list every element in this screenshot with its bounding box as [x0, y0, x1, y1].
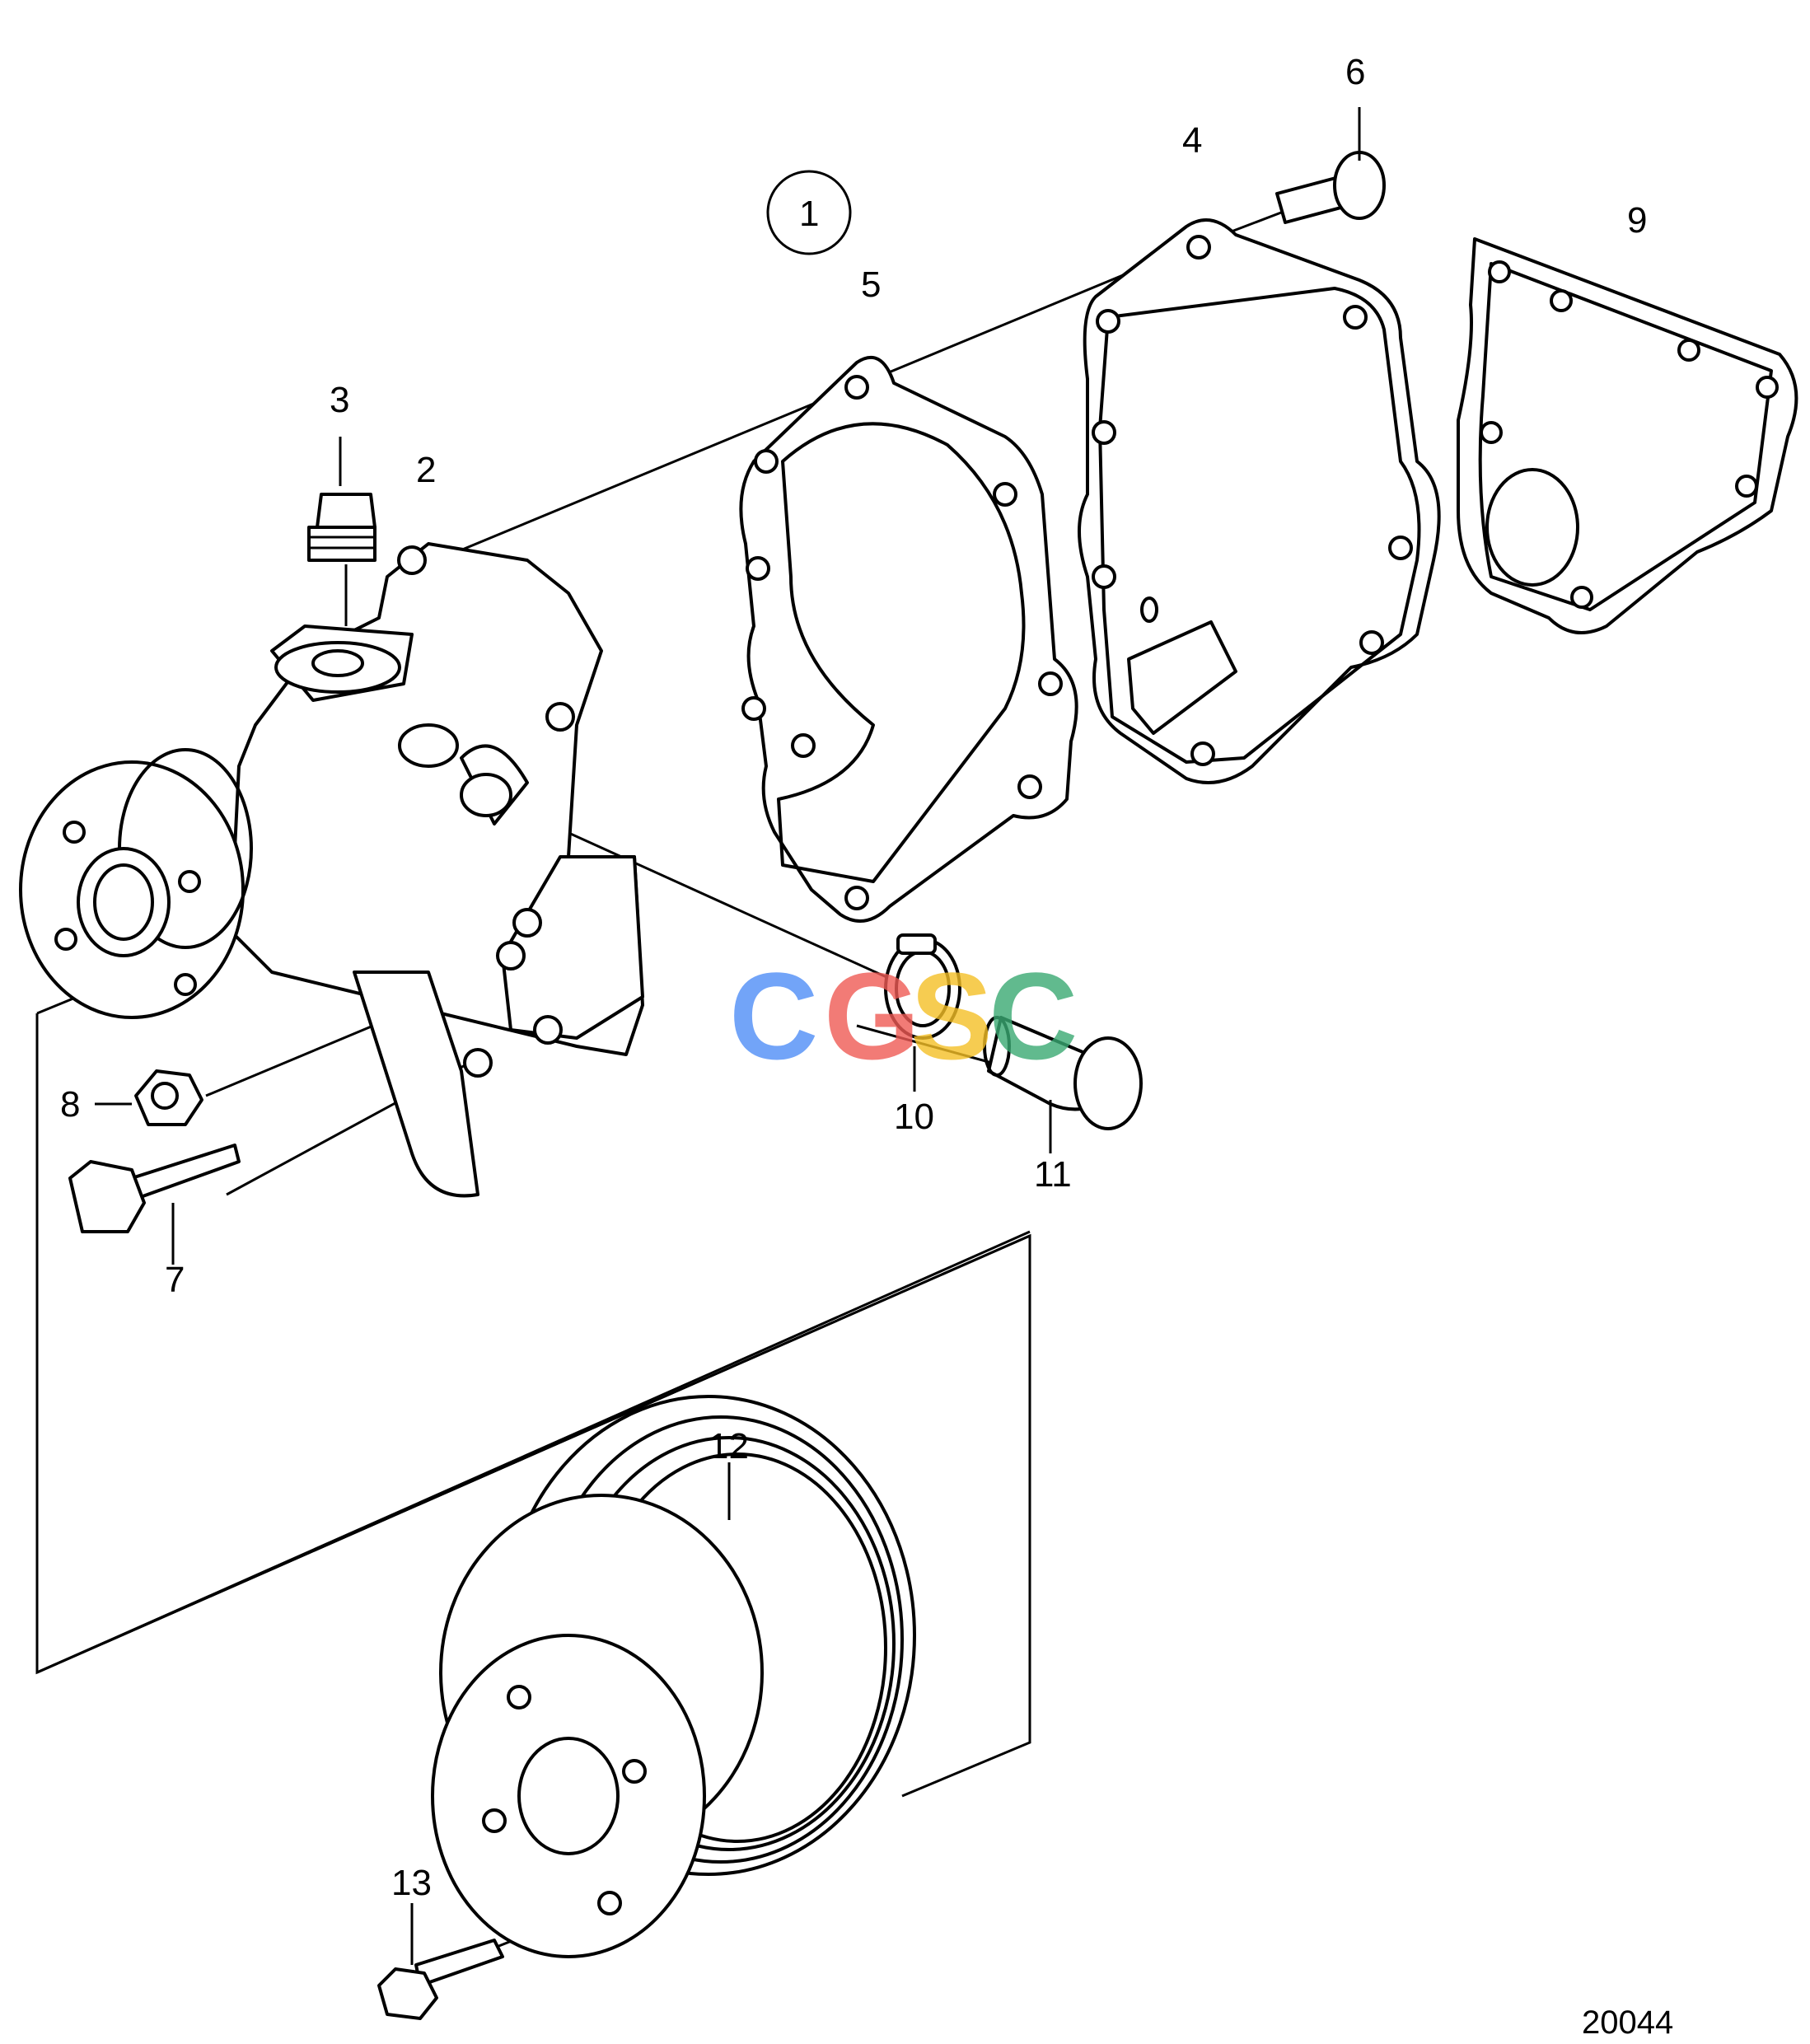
callout-10: 10 — [894, 1097, 934, 1137]
callout-4: 4 — [1182, 120, 1202, 161]
callout-13: 13 — [391, 1863, 432, 1903]
back-plate-part9 — [1457, 237, 1798, 634]
hose-clamp-part10 — [884, 933, 961, 1092]
nut-part8 — [95, 1069, 203, 1126]
callout-5: 5 — [861, 264, 881, 305]
gasket-part5 — [739, 355, 1078, 923]
callout-12: 12 — [709, 1426, 749, 1466]
callout-2: 2 — [416, 450, 436, 490]
bolt-part13 — [377, 1903, 504, 2020]
plug-part3 — [307, 437, 376, 626]
watermark-letter-4: C — [989, 947, 1078, 1085]
callout-3: 3 — [330, 380, 349, 420]
watermark-letter-1: C — [729, 947, 818, 1085]
callout-9: 9 — [1627, 200, 1647, 241]
screw-part6 — [1275, 107, 1386, 224]
watermark: C G S C — [729, 947, 1078, 1085]
bolt-part7 — [68, 1144, 241, 1265]
hose-part11 — [983, 1016, 1143, 1153]
callout-8: 8 — [60, 1084, 80, 1125]
reference-number: 20044 — [1582, 2004, 1673, 2041]
pulley-part12 — [431, 1395, 916, 1958]
cover-plate-part4 — [1078, 218, 1441, 784]
assembly-marker-circle — [766, 170, 852, 255]
watermark-letter-2: G — [824, 947, 920, 1085]
callout-6: 6 — [1345, 52, 1365, 92]
assembly-marker-label: 1 — [799, 194, 819, 234]
callout-11: 11 — [1034, 1154, 1072, 1195]
water-pump-body-part2 — [19, 542, 644, 1198]
watermark-letter-3: S — [910, 947, 993, 1085]
callout-7: 7 — [165, 1260, 185, 1300]
